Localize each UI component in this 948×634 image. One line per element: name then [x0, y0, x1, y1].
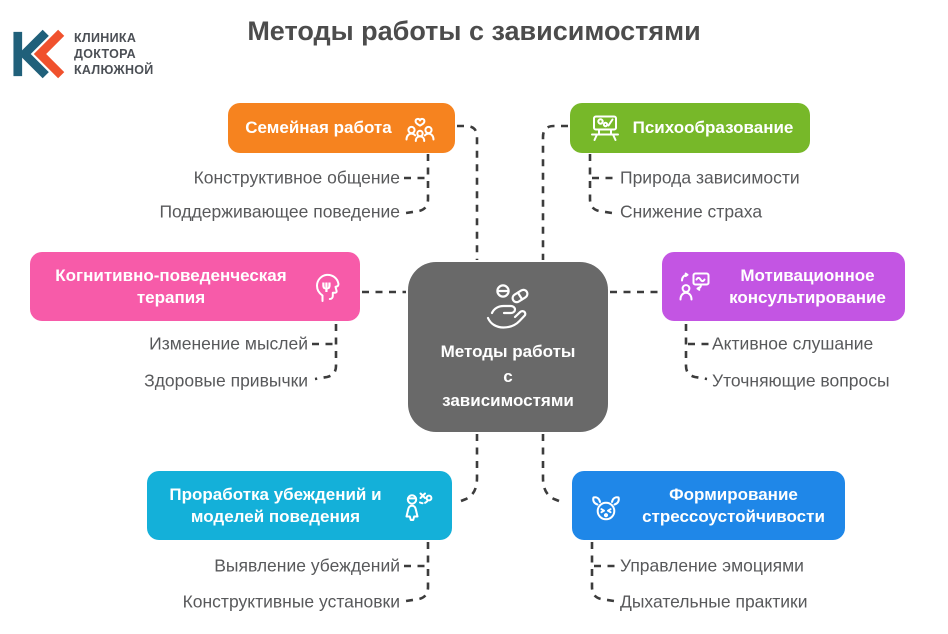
head-psi-icon: ψ	[308, 268, 346, 306]
branch-item: Поддерживающее поведение	[159, 201, 400, 222]
central-node-label: Методы работы с зависимостями	[441, 340, 576, 414]
page-title: Методы работы с зависимостями	[247, 16, 701, 46]
branch-node-motivational: Мотивационное консультирование	[662, 252, 905, 321]
central-label-line: Методы работы	[440, 342, 576, 362]
branch-item: Природа зависимости	[620, 167, 800, 188]
connector-motivational	[610, 290, 710, 381]
branch-label: Когнитивно-поведенческая терапия	[55, 266, 287, 307]
central-label-line: с	[503, 366, 513, 386]
branch-item: Конструктивное общение	[193, 167, 400, 188]
central-label-line: зависимостями	[442, 391, 574, 411]
branch-node-beliefs: Проработка убеждений и моделей поведения	[147, 471, 452, 540]
logo-text: КЛИНИКА ДОКТОРА КАЛЮЖНОЙ	[74, 30, 154, 78]
branch-node-family: Семейная работа	[228, 103, 455, 153]
connector-psychoeducation	[541, 124, 614, 260]
logo-text-line: КАЛЮЖНОЙ	[74, 63, 154, 77]
branch-item: Выявление убеждений	[214, 555, 400, 576]
branch-item: Дыхательные практики	[620, 591, 808, 612]
central-node: Методы работы с зависимостями	[408, 262, 608, 432]
connector-beliefs	[404, 434, 479, 603]
branch-label: Проработка убеждений и моделей поведения	[169, 485, 382, 526]
hand-with-pills-icon	[486, 284, 529, 329]
branch-label: Психообразование	[632, 118, 794, 138]
branch-item: Уточняющие вопросы	[712, 370, 890, 391]
connector-cbt	[312, 290, 406, 381]
branch-item: Здоровые привычки	[144, 370, 308, 391]
branch-label: Формирование стрессоустойчивости	[642, 485, 825, 526]
family-heart-icon	[402, 110, 438, 146]
branch-label: Семейная работа	[245, 118, 392, 138]
beliefs-strategy-icon	[400, 487, 438, 525]
motivational-consulting-icon	[676, 268, 714, 306]
svg-text:ψ: ψ	[322, 277, 332, 292]
branch-label: Мотивационное консультирование	[729, 266, 886, 307]
clinic-logo: КЛИНИКА ДОКТОРА КАЛЮЖНОЙ	[12, 28, 154, 80]
branch-item: Управление эмоциями	[620, 555, 804, 576]
stress-resilience-icon	[586, 486, 626, 526]
logo-text-line: КЛИНИКА	[74, 31, 137, 45]
logo-text-line: ДОКТОРА	[74, 47, 136, 61]
branch-node-cbt: Когнитивно-поведенческая терапия ψ	[30, 252, 360, 321]
branch-item: Активное слушание	[712, 333, 874, 354]
connector-stress	[541, 434, 616, 603]
connector-family	[404, 124, 479, 260]
logo-kk-icon	[13, 29, 65, 79]
branch-node-stress: Формирование стрессоустойчивости	[572, 471, 845, 540]
branch-item: Конструктивные установки	[182, 591, 400, 612]
branch-item: Изменение мыслей	[149, 333, 308, 354]
branch-node-psychoeducation: Психообразование	[570, 103, 810, 153]
psychoeducation-board-icon	[587, 110, 623, 146]
branch-item: Снижение страха	[620, 201, 763, 222]
